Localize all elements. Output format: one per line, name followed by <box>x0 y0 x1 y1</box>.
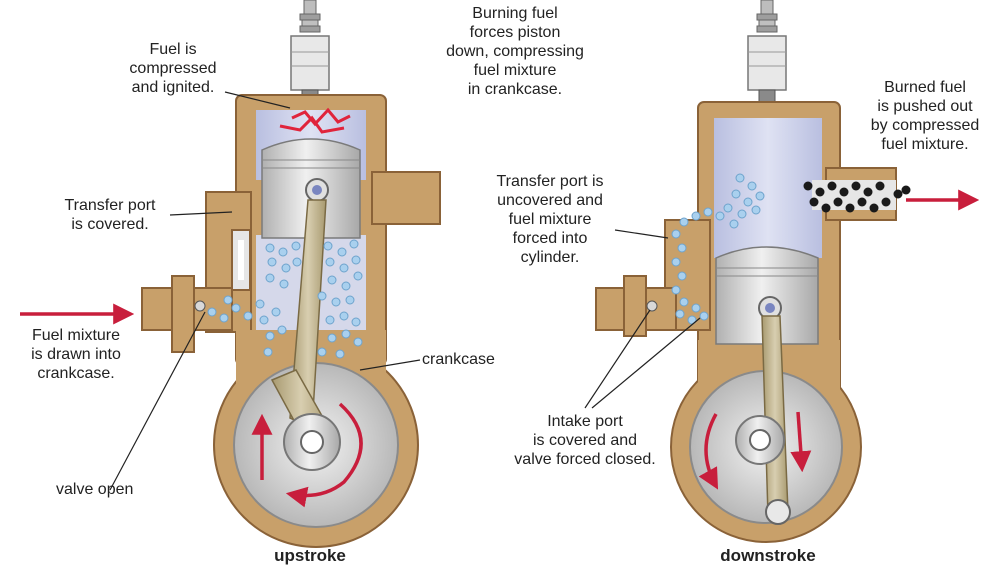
caption-downstroke: downstroke <box>720 546 816 565</box>
burned-fuel-dots <box>803 181 911 213</box>
label-transfer-port-covered: Transfer port is covered. <box>64 197 156 233</box>
label-burning-fuel: Burning fuel forces piston down, compres… <box>446 5 584 98</box>
label-burned-fuel: Burned fuel is pushed out by compressed … <box>870 79 980 153</box>
label-transfer-port-uncovered: Transfer port is uncovered and fuel mixt… <box>496 173 604 266</box>
connecting-rod-right <box>735 315 791 525</box>
label-fuel-compressed: Fuel is compressed and ignited. <box>129 41 217 96</box>
fuel-mixture-dots-right <box>671 173 765 325</box>
label-intake-port-covered: Intake port is covered and valve forced … <box>514 413 656 468</box>
ignition-burst <box>279 107 351 134</box>
piston-right <box>715 246 819 345</box>
label-valve-open: valve open <box>56 481 134 498</box>
spark-plug-right <box>747 0 787 105</box>
intake-valve-right <box>646 300 658 312</box>
flow-arrows-right <box>698 189 980 490</box>
intake-valve-left <box>194 300 206 312</box>
flow-arrows-left <box>20 303 363 508</box>
connecting-rod-left <box>270 199 341 471</box>
fuel-mixture-dots-left <box>207 239 363 359</box>
piston-left <box>261 138 361 239</box>
label-fuel-mixture-drawn: Fuel mixture is drawn into crankcase. <box>31 327 121 382</box>
spark-plug-left <box>290 0 330 103</box>
downstroke-engine <box>584 0 980 543</box>
label-crankcase: crankcase <box>422 351 495 368</box>
upstroke-engine <box>20 0 441 548</box>
caption-upstroke: upstroke <box>274 546 346 565</box>
